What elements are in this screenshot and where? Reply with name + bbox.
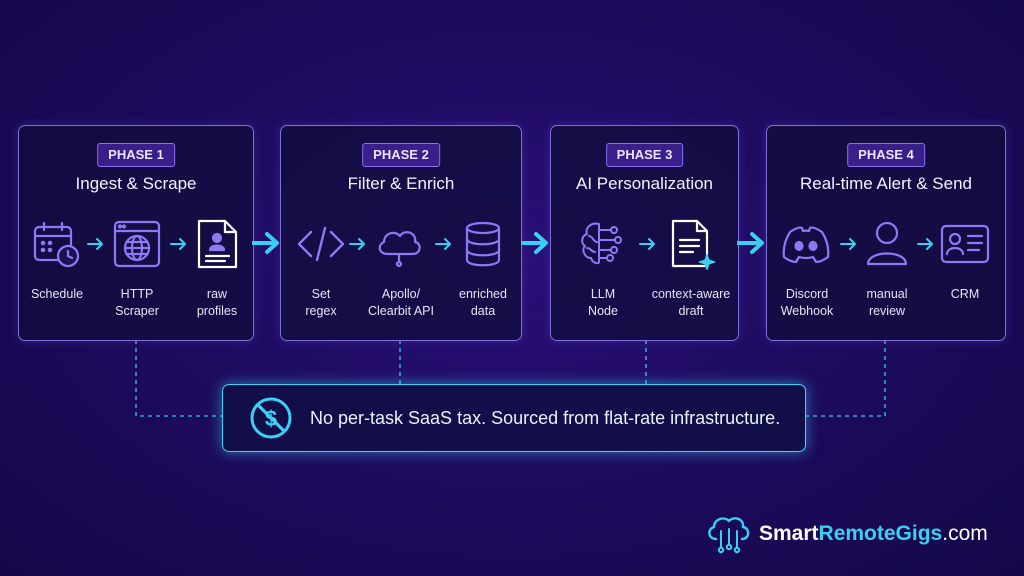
arrow-right-icon [639, 238, 655, 250]
phase-1-panel: PHASE 1 Ingest & Scrape [18, 125, 254, 341]
arrow-right-icon [349, 238, 365, 250]
phase-title: Ingest & Scrape [75, 174, 197, 193]
phase-title: AI Personalization [575, 174, 714, 193]
contact-card-icon [939, 218, 991, 270]
cloud-circuit-icon [708, 517, 750, 554]
calendar-clock-icon [31, 218, 83, 270]
phase-badge: PHASE 1 [97, 143, 175, 167]
sparkle-document-icon [665, 218, 717, 270]
step-label: Apollo/Clearbit API [367, 287, 434, 318]
phase-badge: PHASE 4 [847, 143, 925, 167]
profile-document-icon [191, 218, 243, 270]
arrow-right-icon [435, 238, 451, 250]
arrow-right-icon [170, 238, 186, 250]
cloud-icon [373, 218, 425, 270]
discord-icon [780, 218, 832, 270]
phase-arrow-icon [252, 232, 279, 254]
phase-title: Filter & Enrich [347, 174, 455, 193]
globe-window-icon [111, 218, 163, 270]
phase-arrow-icon [737, 232, 764, 254]
phase-badge: PHASE 2 [362, 143, 440, 167]
database-icon [457, 218, 509, 270]
brain-circuit-icon [575, 218, 627, 270]
phase-title: Real-time Alert & Send [800, 174, 972, 193]
arrow-right-icon [840, 238, 856, 250]
arrow-right-icon [917, 238, 933, 250]
arrow-right-icon [87, 238, 103, 250]
person-icon [861, 218, 913, 270]
step-label: Schedule [30, 287, 84, 301]
phase-badge: PHASE 3 [605, 143, 684, 167]
code-icon [295, 218, 347, 270]
no-dollar-icon: $ [250, 397, 292, 439]
cost-callout: $ No per-task SaaS tax. Sourced from fla… [222, 384, 806, 452]
step-label: CRM [950, 287, 980, 301]
brand-name: SmartRemoteGigs.com [759, 522, 988, 545]
phase-arrow-icon [521, 232, 548, 254]
callout-text: No per-task SaaS tax. Sourced from flat-… [310, 408, 781, 428]
